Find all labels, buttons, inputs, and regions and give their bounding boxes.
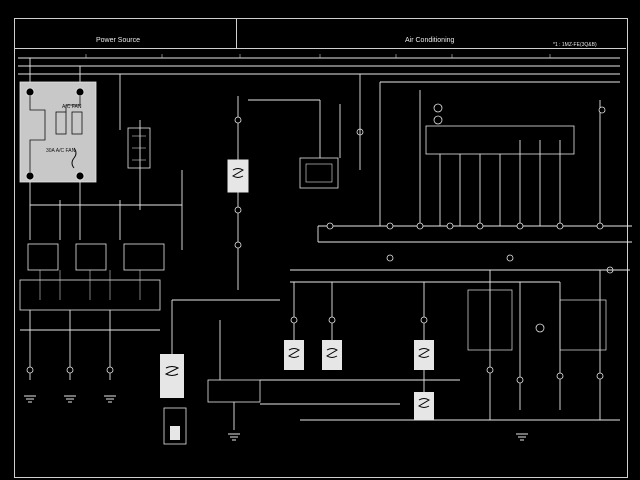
header-divider (14, 48, 626, 49)
main-connector-bar (317, 222, 632, 274)
ac-amplifier (299, 74, 364, 189)
power-source-wires (29, 58, 183, 250)
relay-box: 30A A/C FAN A/C FAN (19, 81, 97, 183)
top-bus-wires (18, 57, 620, 83)
ground-symbols-left (24, 395, 116, 403)
relay-coil (55, 111, 67, 135)
bottom-left-components (160, 299, 280, 445)
power-source-title: Power Source (96, 37, 140, 44)
section-divider (236, 18, 237, 48)
control-switches (460, 270, 620, 441)
relay-connector-bottom-right (75, 171, 85, 181)
wire-tick-marks (85, 54, 551, 58)
resistor-icon (232, 168, 244, 178)
blower-motor-section (227, 96, 320, 290)
fuse-block (127, 127, 151, 169)
svg-text:30A A/C FAN: 30A A/C FAN (46, 148, 76, 154)
corner-note: *1 : 1MZ-FE(3Q&B) (553, 42, 597, 48)
relay-connector-top-right (75, 87, 85, 97)
relay-connector-bottom-left (25, 171, 35, 181)
fuse-icon (71, 147, 77, 169)
diagram-frame (14, 18, 628, 478)
sensor-bank-right (379, 82, 606, 226)
air-conditioning-title: Air Conditioning (405, 37, 455, 44)
relay-row (19, 243, 165, 380)
relay-connector-top-left (25, 87, 35, 97)
damper-motors (260, 269, 630, 421)
svg-text:A/C FAN: A/C FAN (62, 104, 82, 110)
relay-contact (71, 111, 83, 135)
